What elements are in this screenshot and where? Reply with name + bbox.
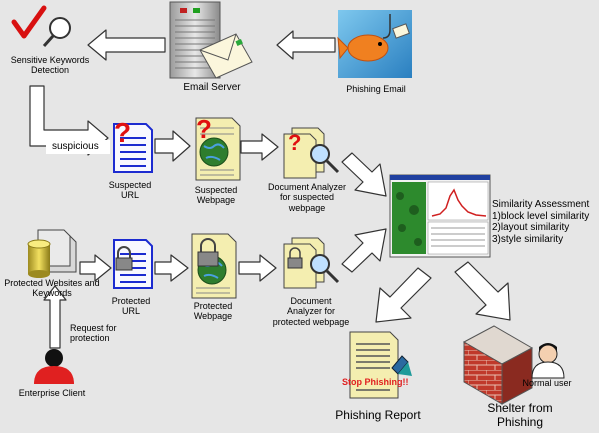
- document-question-icon: ?: [113, 117, 153, 173]
- brick-wall-icon: [462, 325, 534, 405]
- suspected-webpage-label: Suspected Webpage: [195, 185, 238, 206]
- protected-webpage-label: Protected Webpage: [194, 301, 233, 322]
- phishing-report-label: Phishing Report: [335, 408, 421, 422]
- person-icon: [34, 349, 74, 384]
- arrow-similarity-to-report: [375, 267, 432, 323]
- shelter-line2: Phishing: [496, 414, 544, 429]
- arrow-analyzer2-to-similarity: [341, 228, 387, 273]
- protected-url-line1: Protected: [111, 296, 151, 306]
- phishing-email-label: Phishing Email: [346, 84, 406, 94]
- protected-webpage-line1: Protected: [193, 301, 233, 311]
- arrow-client-to-sites: [43, 285, 67, 349]
- suspected-url-line2: URL: [120, 190, 139, 201]
- protected-websites-label: Protected Websites and Keywords: [4, 278, 99, 299]
- email-server-label: Email Server: [183, 82, 241, 93]
- doc-analyzer-suspected-line3: webpage: [288, 202, 326, 213]
- sensitive-keywords-label: Sensitive Keywords Detection: [11, 55, 90, 76]
- similarity-assessment-label: Similarity Assessment 1)block level simi…: [492, 199, 589, 245]
- fish-hook-icon: [337, 10, 412, 78]
- document-lock-icon: [113, 239, 153, 289]
- stop-phishing-label: Stop Phishing!!: [342, 377, 409, 387]
- webpage-lock-icon: [191, 233, 237, 299]
- screenshot-window-icon: [389, 174, 491, 258]
- database-icon: [27, 229, 77, 278]
- request-line1: Request for: [70, 323, 117, 333]
- arrow-analyzer1-to-similarity: [341, 152, 387, 197]
- protected-url-line2: URL: [121, 306, 140, 317]
- doc-analyzer-suspected-line1: Document Analyzer: [267, 182, 347, 192]
- similarity-item-3: 3)style similarity: [492, 233, 564, 245]
- request-protection-label: Request for protection: [70, 323, 117, 344]
- similarity-item-2: 2)layout similarity: [492, 222, 570, 233]
- arrow-email-to-server: [276, 30, 336, 60]
- magnifier-document-lock-icon: [283, 237, 340, 289]
- protected-sites-line2: Keywords: [32, 288, 72, 299]
- arrow-similarity-to-shelter: [454, 261, 511, 321]
- normal-user-label: Normal user: [522, 378, 572, 388]
- similarity-item-1: 1)block level similarity: [492, 210, 590, 222]
- checkmark-magnifier-icon: [11, 5, 71, 48]
- doc-analyzer-protected-label: Document Analyzer for protected webpage: [273, 296, 350, 327]
- doc-analyzer-protected-line1: Document: [290, 296, 332, 306]
- user-icon: [531, 343, 565, 379]
- sensitive-keywords-line2: Detection: [30, 65, 70, 76]
- enterprise-client-label: Enterprise Client: [18, 388, 86, 398]
- suspected-webpage-line2: Webpage: [196, 195, 236, 206]
- suspected-webpage-line1: Suspected: [194, 185, 238, 195]
- shelter-label: Shelter from Phishing: [487, 401, 553, 430]
- arrow-webpage-to-analyzer-1: [240, 133, 279, 161]
- suspected-url-line1: Suspected: [108, 180, 152, 190]
- sensitive-keywords-line1: Sensitive Keywords: [10, 55, 90, 65]
- suspected-url-label: Suspected URL: [109, 180, 152, 201]
- arrow-url-to-webpage-1: [154, 130, 191, 162]
- request-line2: protection: [70, 333, 110, 344]
- svg-text:?: ?: [288, 130, 301, 155]
- svg-text:?: ?: [114, 117, 131, 148]
- arrow-webpage-to-analyzer-2: [238, 254, 277, 282]
- arrow-server-to-keywords: [87, 29, 166, 61]
- envelope-icon: [199, 33, 253, 79]
- svg-text:?: ?: [196, 114, 212, 144]
- magnifier-document-icon: ?: [283, 127, 340, 179]
- doc-analyzer-protected-line3: protected webpage: [272, 316, 350, 327]
- webpage-question-icon: ?: [195, 114, 241, 181]
- shelter-line1: Shelter from: [487, 401, 553, 415]
- arrow-sites-to-url-2: [79, 254, 112, 282]
- arrow-url-to-webpage-2: [154, 254, 189, 282]
- doc-analyzer-protected-line2: Analyzer for: [286, 306, 336, 317]
- doc-analyzer-suspected-label: Document Analyzer for suspected webpage: [268, 182, 346, 213]
- protected-url-label: Protected URL: [112, 296, 151, 317]
- protected-webpage-line2: Webpage: [193, 311, 233, 322]
- suspicious-box: [46, 140, 110, 154]
- suspicious-label: suspicious: [52, 141, 99, 152]
- similarity-title: Similarity Assessment: [492, 199, 590, 210]
- report-icon: [349, 331, 412, 399]
- protected-sites-line1: Protected Websites and: [4, 278, 100, 288]
- doc-analyzer-suspected-line2: for suspected: [279, 192, 335, 203]
